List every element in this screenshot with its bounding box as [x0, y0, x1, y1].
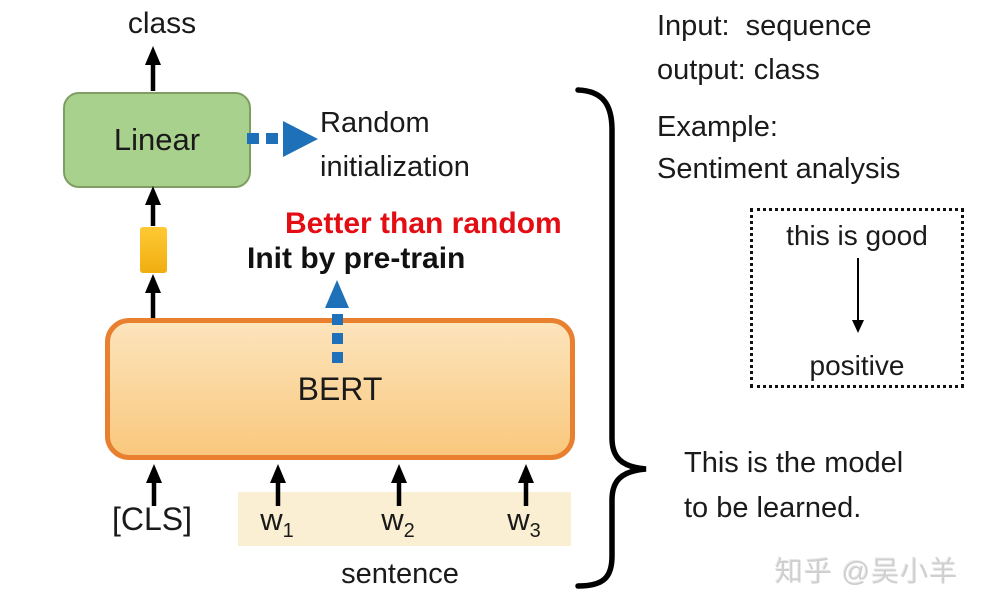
random-initialization-line2: initialization	[320, 151, 470, 183]
example-note: Example: Sentiment analysis	[657, 106, 900, 190]
input-line: Input: sequence	[657, 10, 872, 42]
token-w1: w1	[260, 502, 294, 543]
bert-box: BERT	[105, 318, 575, 460]
example-title: Example:	[657, 111, 778, 143]
model-to-be-learned-note: This is the model to be learned.	[684, 441, 903, 531]
linear-box: Linear	[63, 92, 251, 188]
random-initialization-line1: Random	[320, 107, 430, 139]
example-task: Sentiment analysis	[657, 153, 901, 185]
random-initialization-note: Random initialization	[320, 101, 470, 189]
output-line: output: class	[657, 54, 820, 86]
better-than-random-note: Better than random	[285, 207, 562, 240]
bert-label: BERT	[297, 370, 383, 407]
random-init-dashed-arrow-icon	[247, 121, 318, 157]
model-curly-brace-icon	[575, 87, 647, 589]
init-by-pretrain-note: Init by pre-train	[247, 242, 466, 275]
example-output-text: positive	[809, 350, 905, 381]
sentence-label: sentence	[341, 558, 459, 590]
model-note-line2: to be learned.	[684, 492, 862, 524]
token-w2: w2	[381, 502, 415, 543]
input-output-note: Input: sequence output: class	[657, 4, 871, 92]
class-output-label: class	[127, 7, 197, 40]
model-note-line1: This is the model	[684, 447, 904, 479]
class-up-arrow-icon	[145, 46, 161, 91]
example-input-text: this is good	[786, 220, 928, 251]
sentence-highlight	[238, 492, 571, 546]
linear-label: Linear	[113, 122, 201, 157]
watermark: 知乎 @吴小羊	[775, 556, 959, 587]
bert-to-embedding-arrow-icon	[145, 274, 161, 318]
cls-embedding-rect	[140, 227, 167, 273]
embedding-to-linear-arrow-icon	[145, 186, 161, 226]
cls-token-label: [CLS]	[112, 501, 193, 537]
example-dotted-box	[750, 208, 964, 388]
token-w3: w3	[507, 502, 541, 543]
cls-input-arrow-icon	[146, 464, 162, 506]
